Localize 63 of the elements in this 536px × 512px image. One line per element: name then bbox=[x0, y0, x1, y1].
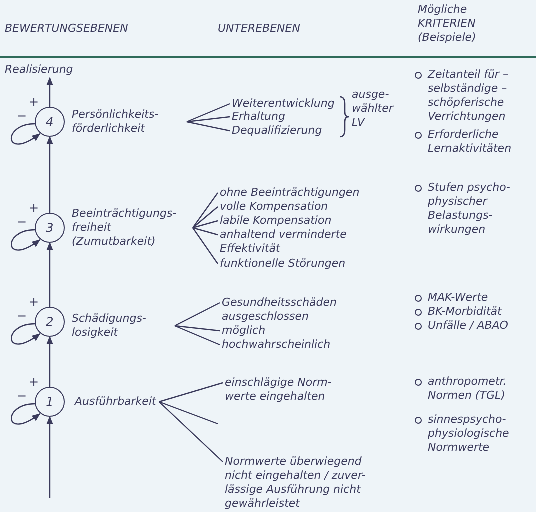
connector-line bbox=[174, 302, 220, 327]
sublevel-label: Dequalifizierung bbox=[232, 124, 322, 138]
arrow bbox=[46, 136, 54, 213]
level-circle: 3 bbox=[35, 213, 65, 243]
sign-label: + bbox=[29, 295, 40, 309]
level-label: Ausführbarkeit bbox=[75, 395, 156, 409]
level-circle: 2 bbox=[35, 307, 65, 337]
column-header: UNTEREBENEN bbox=[218, 22, 300, 36]
feedback-loop-arrow bbox=[11, 229, 41, 251]
sign-label: + bbox=[29, 375, 40, 389]
brace-label: ausge- wählter LV bbox=[352, 88, 395, 130]
sign-label: + bbox=[29, 201, 40, 215]
sublevel-label: volle Kompensation bbox=[220, 200, 328, 214]
connector-line bbox=[159, 382, 224, 403]
feedback-loop-arrow bbox=[11, 323, 41, 345]
connector-line bbox=[192, 192, 218, 228]
connector-line bbox=[192, 228, 218, 264]
level-label: Persönlichkeits- förderlichkeit bbox=[72, 108, 184, 136]
connector-line bbox=[158, 402, 224, 462]
connector-line bbox=[192, 220, 218, 229]
sign-label: − bbox=[17, 109, 28, 123]
sublevel-label: Erhaltung bbox=[232, 110, 286, 124]
column-header: Mögliche KRITERIEN (Beispiele) bbox=[418, 3, 478, 45]
sublevel-label: Normwerte überwiegend nicht eingehalten / zuver- lässige Ausführung nicht gewährleistet bbox=[225, 455, 391, 511]
sublevel-label: ohne Beeinträchtigungen bbox=[220, 186, 360, 200]
sign-label: − bbox=[17, 309, 28, 323]
criterion-text: Unfälle / ABAO bbox=[428, 319, 510, 333]
goal-label: Realisierung bbox=[5, 63, 74, 77]
arrow bbox=[46, 242, 54, 307]
sublevel-label: labile Kompensation bbox=[220, 214, 332, 228]
arrow bbox=[46, 336, 54, 387]
sign-label: + bbox=[29, 95, 40, 109]
criterion-text: sinnespsycho- physiologische Normwerte bbox=[428, 413, 510, 455]
level-circle: 1 bbox=[35, 387, 65, 417]
criterion-text: BK-Morbidität bbox=[428, 305, 504, 319]
sublevel-label: einschlägige Norm- werte eingehalten bbox=[225, 376, 360, 404]
criterion-text: MAK-Werte bbox=[428, 291, 490, 305]
connector-line bbox=[192, 227, 218, 236]
sublevel-label: Weiterentwicklung bbox=[232, 97, 335, 111]
criterion-text: Zeitanteil für – selbständige – schöpferische Verrichtungen bbox=[428, 68, 510, 124]
feedback-loop-arrow bbox=[11, 403, 41, 425]
level-circle: 4 bbox=[35, 107, 65, 137]
level-label: Beeinträchtigungs- freiheit (Zumutbarkeit) bbox=[72, 207, 190, 249]
sublevel-label: möglich bbox=[222, 324, 266, 338]
connector-line bbox=[186, 103, 230, 123]
connector-line bbox=[159, 401, 218, 425]
feedback-loop-arrow bbox=[11, 123, 41, 145]
arrow bbox=[46, 416, 54, 498]
sublevel-label: funktionelle Störungen bbox=[220, 257, 346, 271]
sign-label: − bbox=[17, 215, 28, 229]
criterion-text: Erforderliche Lernaktivitäten bbox=[428, 128, 513, 156]
sublevel-label: hochwahrscheinlich bbox=[222, 338, 331, 352]
sign-label: − bbox=[17, 389, 28, 403]
connector-line bbox=[186, 116, 230, 123]
arrow bbox=[46, 77, 54, 107]
connector-line bbox=[192, 206, 218, 228]
level-label: Schädigungs- losigkeit bbox=[72, 312, 172, 340]
column-header: BEWERTUNGSEBENEN bbox=[5, 22, 128, 36]
criterion-text: Stufen psycho- physischer Belastungs- wirkungen bbox=[428, 181, 512, 237]
criterion-text: anthropometr. Normen (TGL) bbox=[428, 375, 508, 403]
connector-line bbox=[186, 121, 230, 132]
connector-line bbox=[174, 325, 220, 332]
connector-line bbox=[174, 325, 220, 346]
